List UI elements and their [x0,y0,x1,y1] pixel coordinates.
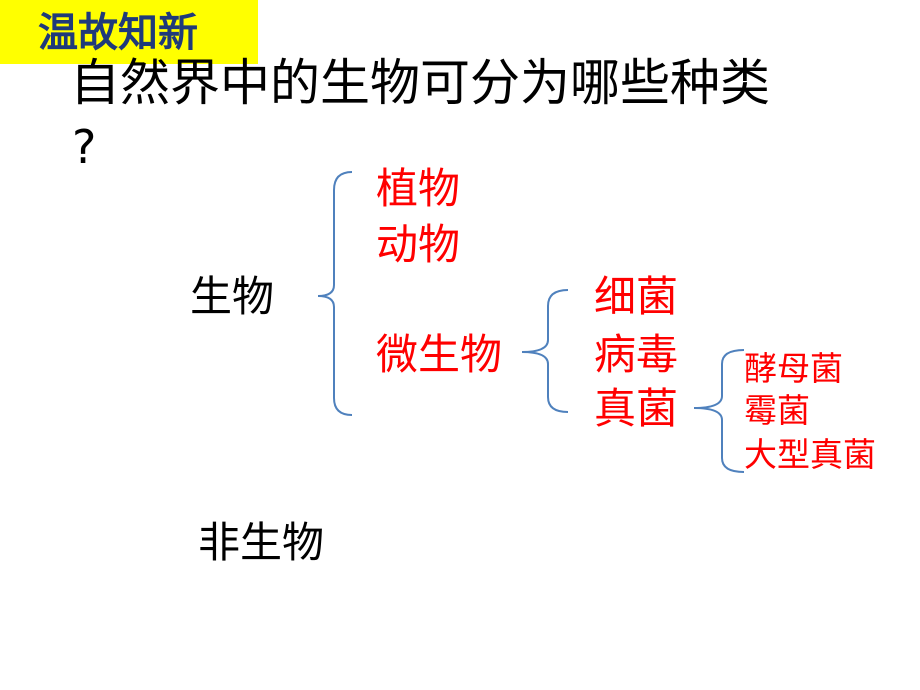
bracket-fungi [693,349,745,473]
node-non-living: 非生物 [198,518,325,567]
bracket-microbes [521,289,569,413]
node-microbes: 微生物 [376,330,503,379]
node-fungi: 真菌 [594,384,679,433]
node-living: 生物 [190,272,275,321]
node-virus: 病毒 [594,330,679,379]
node-bacteria: 细菌 [594,272,679,321]
title-badge [0,0,258,64]
title-badge-label: 温故知新 [38,10,198,56]
node-mold: 霉菌 [744,391,810,430]
bracket-root [317,171,353,416]
node-macrofungi: 大型真菌 [744,435,876,474]
node-yeast: 酵母菌 [744,349,843,388]
node-plants: 植物 [376,164,461,213]
question-mark: ? [72,120,97,174]
node-animals: 动物 [376,220,461,269]
question-text: 自然界中的生物可分为哪些种类 [70,54,770,112]
